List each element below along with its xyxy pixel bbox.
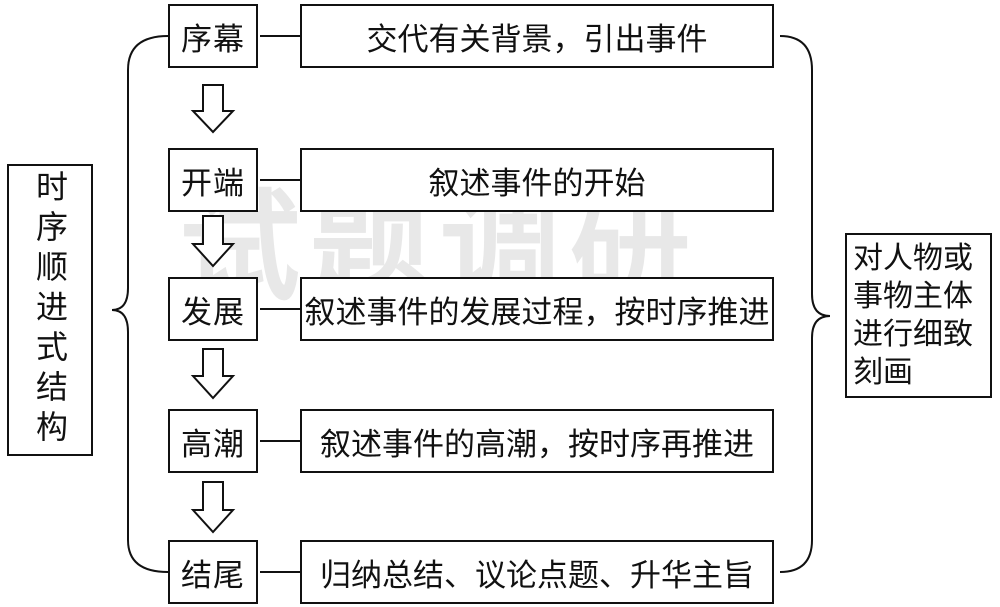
desc-box-ending: 归纳总结、议论点题、升华主旨 bbox=[300, 540, 774, 604]
down-arrow-4 bbox=[190, 481, 236, 534]
desc-box-climax: 叙述事件的高潮，按时序再推进 bbox=[300, 409, 774, 473]
portrayal-note: 对人物或事物主体进行细致刻画 bbox=[845, 233, 992, 398]
stage-box-development: 发展 bbox=[168, 277, 258, 341]
stage-box-beginning: 开端 bbox=[168, 148, 258, 212]
down-arrow-2 bbox=[190, 215, 236, 268]
desc-box-development: 叙述事件的发展过程，按时序推进 bbox=[300, 277, 774, 341]
right-brace bbox=[779, 35, 831, 573]
structure-label-text: 时序顺进式结构 bbox=[31, 170, 69, 450]
left-brace bbox=[111, 35, 169, 573]
portrayal-note-text: 对人物或事物主体进行细致刻画 bbox=[853, 240, 973, 390]
stage-box-ending: 结尾 bbox=[168, 540, 258, 604]
stage-box-prelude: 序幕 bbox=[168, 4, 258, 68]
down-arrow-3 bbox=[190, 348, 236, 400]
structure-label: 时序顺进式结构 bbox=[7, 164, 93, 456]
down-arrow-1 bbox=[190, 84, 236, 134]
desc-box-beginning: 叙述事件的开始 bbox=[300, 148, 774, 212]
desc-box-prelude: 交代有关背景，引出事件 bbox=[300, 4, 774, 68]
stage-box-climax: 高潮 bbox=[168, 409, 258, 473]
